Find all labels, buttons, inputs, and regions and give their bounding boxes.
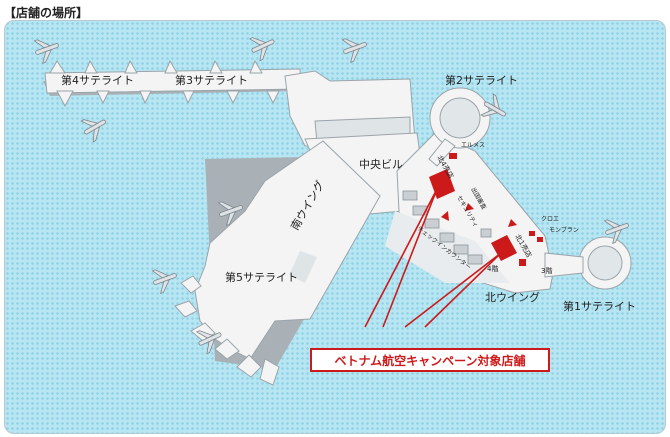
north1-shop-marker bbox=[491, 235, 517, 261]
satellite-1-label: 第1サテライト bbox=[563, 299, 636, 313]
airplane-icon bbox=[480, 93, 507, 117]
airplane-icon bbox=[341, 38, 367, 63]
south-wing-inner bbox=[289, 251, 317, 283]
chloe-marker bbox=[529, 231, 535, 236]
airplane-icon bbox=[151, 269, 177, 294]
satellite-2-label: 第2サテライト bbox=[445, 73, 518, 87]
airplanes bbox=[33, 37, 629, 355]
airplane-icon bbox=[217, 201, 243, 226]
hermes-label: エルメス bbox=[461, 142, 485, 149]
direction-arrows bbox=[441, 203, 517, 227]
floor3-label: 3階 bbox=[541, 266, 552, 275]
central-building-label: 中央ビル bbox=[359, 158, 403, 171]
callout-lines bbox=[364, 188, 502, 328]
airplane-icon bbox=[603, 219, 629, 244]
montblanc-marker bbox=[537, 237, 543, 242]
north-wing-label: 北ウイング bbox=[485, 290, 540, 304]
airplane-icon bbox=[195, 330, 222, 355]
map-canvas: 第4サテライト 第3サテライト 第2サテライト 第5サテライト 第1サテライト … bbox=[33, 37, 636, 386]
satellite-1 bbox=[544, 236, 632, 290]
floor4-label: 4階 bbox=[487, 264, 498, 273]
satellite-4-3 bbox=[44, 59, 302, 108]
montblanc-label: モンブラン bbox=[549, 226, 579, 234]
checkin-counters bbox=[402, 190, 492, 265]
hermes-marker bbox=[449, 153, 457, 159]
campaign-store-callout: ベトナム航空キャンペーン対象店舗 bbox=[310, 348, 550, 372]
airport-map: 第4サテライト 第3サテライト 第2サテライト 第5サテライト 第1サテライト … bbox=[4, 20, 666, 434]
airplane-icon bbox=[80, 119, 107, 143]
floor3-marker bbox=[519, 259, 526, 266]
airplane-icon bbox=[33, 39, 59, 64]
chloe-label: クロエ bbox=[541, 216, 559, 223]
airplane-icon bbox=[248, 37, 275, 62]
satellite-4-label: 第4サテライト bbox=[61, 73, 134, 87]
section-heading: 【店舗の場所】 bbox=[4, 6, 89, 20]
satellite-3-label: 第3サテライト bbox=[175, 73, 248, 87]
satellite-2 bbox=[428, 87, 491, 167]
satellite-5-label: 第5サテライト bbox=[225, 270, 298, 284]
